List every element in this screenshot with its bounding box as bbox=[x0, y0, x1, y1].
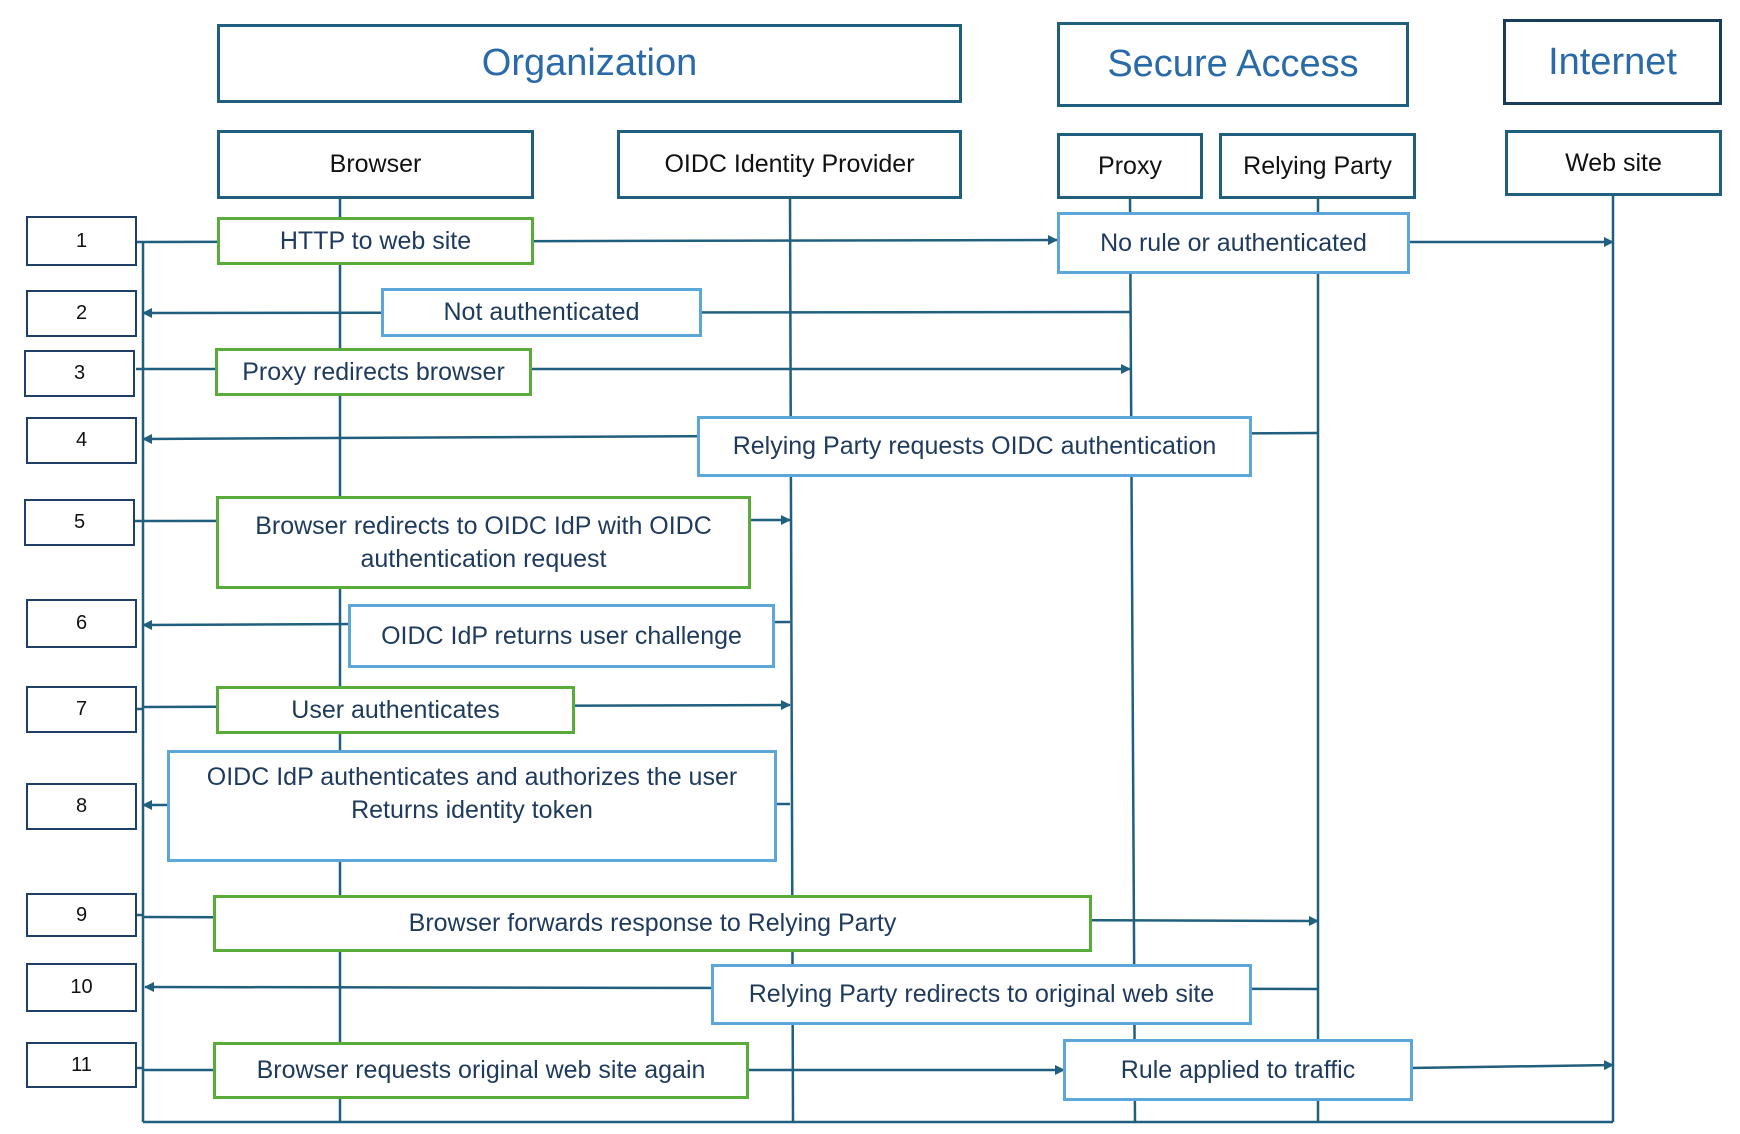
message-line: Browser redirects to OIDC IdP with OIDC bbox=[255, 511, 712, 540]
actor-proxy: Proxy bbox=[1057, 133, 1203, 199]
actor-browser: Browser bbox=[217, 130, 534, 199]
step-number: 1 bbox=[26, 216, 137, 266]
message-not-authenticated: Not authenticated bbox=[381, 288, 702, 337]
step-number: 3 bbox=[24, 350, 135, 397]
actor-web-site: Web site bbox=[1505, 130, 1722, 196]
step-number: 11 bbox=[26, 1042, 137, 1088]
step-number: 2 bbox=[26, 290, 137, 337]
step-number: 5 bbox=[24, 499, 135, 546]
message-rp-redirects-to-original: Relying Party redirects to original web … bbox=[711, 964, 1252, 1025]
group-organization: Organization bbox=[217, 24, 962, 103]
step-number: 7 bbox=[26, 686, 137, 733]
message-no-rule-or-authenticated: No rule or authenticated bbox=[1057, 212, 1410, 274]
actor-relying-party: Relying Party bbox=[1219, 133, 1416, 199]
message-idp-authenticates-user: OIDC IdP authenticates and authorizes th… bbox=[167, 750, 777, 862]
group-internet: Internet bbox=[1503, 19, 1722, 105]
step-number: 6 bbox=[26, 599, 137, 648]
group-secure-access: Secure Access bbox=[1057, 22, 1409, 107]
message-line: authentication request bbox=[360, 544, 607, 573]
message-browser-requests-again: Browser requests original web site again bbox=[213, 1042, 749, 1099]
message-http-to-web-site: HTTP to web site bbox=[217, 217, 534, 265]
step-number: 8 bbox=[26, 783, 137, 830]
step-number: 10 bbox=[26, 963, 137, 1012]
message-browser-redirects-to-idp: Browser redirects to OIDC IdP with OIDC … bbox=[216, 496, 751, 589]
message-line: Returns identity token bbox=[351, 796, 593, 824]
message-proxy-redirects-browser: Proxy redirects browser bbox=[215, 348, 532, 396]
step-number: 4 bbox=[26, 417, 137, 464]
message-user-authenticates: User authenticates bbox=[216, 686, 575, 734]
message-line: OIDC IdP authenticates and authorizes th… bbox=[206, 763, 738, 791]
message-rule-applied: Rule applied to traffic bbox=[1063, 1039, 1413, 1101]
actor-oidc-idp: OIDC Identity Provider bbox=[617, 130, 962, 199]
message-idp-returns-challenge: OIDC IdP returns user challenge bbox=[348, 604, 775, 668]
message-rp-requests-oidc-auth: Relying Party requests OIDC authenticati… bbox=[697, 416, 1252, 477]
step-number: 9 bbox=[26, 893, 137, 937]
arrow-11b bbox=[1409, 1060, 1614, 1071]
message-browser-forwards-response: Browser forwards response to Relying Par… bbox=[213, 895, 1092, 952]
